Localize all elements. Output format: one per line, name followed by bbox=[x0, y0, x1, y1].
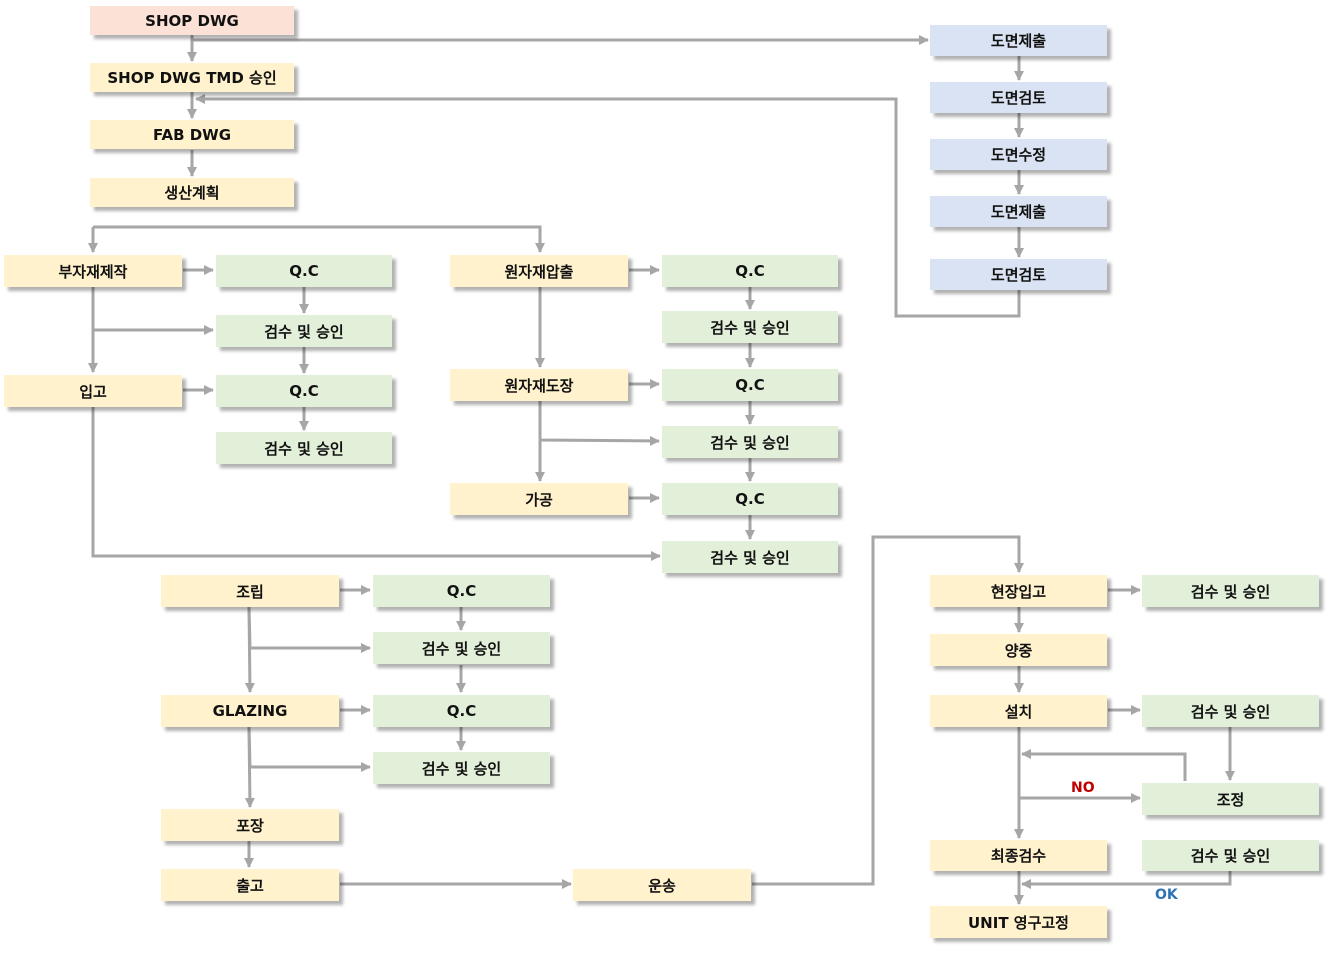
node-sub-material-fab: 부자재제작 bbox=[4, 255, 182, 287]
arrow-transport-to-site bbox=[752, 535, 1024, 886]
label-ok: OK bbox=[1155, 887, 1178, 903]
node-fab-dwg: FAB DWG bbox=[90, 120, 294, 149]
node-glazing: GLAZING bbox=[161, 695, 339, 727]
node-shop-dwg-tmd-approval: SHOP DWG TMD 승인 bbox=[90, 63, 294, 92]
node-extrusion-inspect: 검수 및 승인 bbox=[662, 311, 838, 343]
arrow-asm-to-glazing bbox=[244, 606, 255, 693]
node-sub-qc: Q.C bbox=[216, 255, 392, 287]
node-final-approve: 검수 및 승인 bbox=[1142, 840, 1319, 871]
node-glazing-inspect: 검수 및 승인 bbox=[373, 752, 550, 784]
node-drawing-submit-1: 도면제출 bbox=[930, 25, 1107, 56]
node-assembly: 조립 bbox=[161, 575, 339, 607]
node-processing-qc: Q.C bbox=[662, 483, 838, 515]
node-packing: 포장 bbox=[161, 809, 339, 841]
node-adjustment: 조정 bbox=[1142, 783, 1319, 815]
arrow-split-bar bbox=[93, 225, 542, 252]
node-shop-dwg: SHOP DWG bbox=[90, 6, 294, 35]
arrow-ok-to-unit bbox=[1021, 871, 1232, 889]
node-receiving-qc: Q.C bbox=[216, 375, 392, 407]
node-assembly-inspect: 검수 및 승인 bbox=[373, 632, 550, 664]
node-unit-permanent-fix: UNIT 영구고정 bbox=[930, 906, 1107, 938]
node-receiving-inspect: 검수 및 승인 bbox=[216, 432, 392, 464]
node-receiving: 입고 bbox=[4, 375, 182, 407]
arrow-sub-to-inspect bbox=[91, 287, 214, 335]
arrow-recv-to-procinspect bbox=[91, 407, 661, 561]
node-production-plan: 생산계획 bbox=[90, 178, 294, 207]
node-drawing-review-2: 도면검토 bbox=[930, 259, 1107, 290]
node-installation: 설치 bbox=[930, 695, 1107, 727]
node-lifting: 양중 bbox=[930, 634, 1107, 666]
node-drawing-review-1: 도면검토 bbox=[930, 82, 1107, 113]
node-assembly-qc: Q.C bbox=[373, 575, 550, 607]
node-drawing-submit-2: 도면제출 bbox=[930, 196, 1107, 227]
node-raw-extrusion: 원자재압출 bbox=[450, 255, 628, 287]
arrow-glz-to-inspect bbox=[247, 726, 371, 772]
arrow-review2-back-to-tmd bbox=[195, 94, 1021, 318]
node-drawing-revise: 도면수정 bbox=[930, 139, 1107, 170]
node-site-inspect: 검수 및 승인 bbox=[1142, 575, 1319, 607]
node-extrusion-qc: Q.C bbox=[662, 255, 838, 287]
node-raw-painting: 원자재도장 bbox=[450, 369, 628, 401]
arrow-glz-to-packing bbox=[244, 726, 255, 808]
node-painting-inspect: 검수 및 승인 bbox=[662, 426, 838, 458]
node-shipping-out: 출고 bbox=[161, 869, 339, 901]
node-sub-inspect: 검수 및 승인 bbox=[216, 315, 392, 347]
arrow-paint-to-inspect bbox=[538, 401, 660, 446]
node-painting-qc: Q.C bbox=[662, 369, 838, 401]
node-processing: 가공 bbox=[450, 483, 628, 515]
arrow-adjust-back bbox=[1021, 749, 1187, 781]
label-no: NO bbox=[1071, 780, 1095, 796]
node-site-receiving: 현장입고 bbox=[930, 575, 1107, 607]
node-glazing-qc: Q.C bbox=[373, 695, 550, 727]
node-install-inspect: 검수 및 승인 bbox=[1142, 695, 1319, 727]
node-transport: 운송 bbox=[573, 869, 751, 901]
node-final-inspection: 최종검수 bbox=[930, 840, 1107, 871]
arrow-asm-to-inspect bbox=[247, 606, 371, 653]
node-processing-inspect: 검수 및 승인 bbox=[662, 541, 838, 573]
